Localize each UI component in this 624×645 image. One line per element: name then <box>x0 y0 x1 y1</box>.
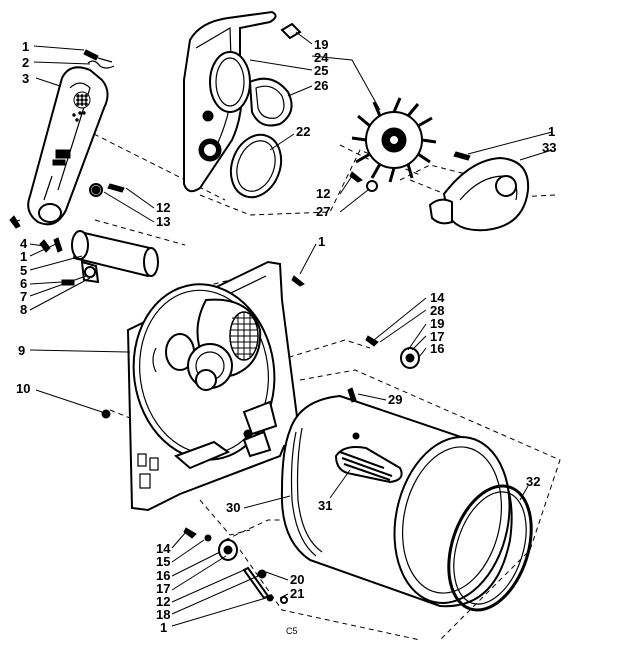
callout-19: 19 <box>430 316 444 331</box>
callout-28: 28 <box>430 303 444 318</box>
callout-18: 18 <box>156 607 170 622</box>
callout-14: 14 <box>156 541 171 556</box>
drum-assembly <box>280 387 533 612</box>
callout-24: 24 <box>314 50 329 65</box>
callout-8: 8 <box>20 302 27 317</box>
upper-housing-assembly <box>183 10 302 199</box>
callout-21: 21 <box>290 586 304 601</box>
callout-9: 9 <box>18 343 25 358</box>
rear-duct-assembly <box>27 66 109 226</box>
callout-12: 12 <box>156 200 170 215</box>
callout-15: 15 <box>156 554 170 569</box>
callout-12: 12 <box>156 594 170 609</box>
callout-25: 25 <box>314 63 328 78</box>
callout-3: 3 <box>22 71 29 86</box>
front-bulkhead-panel <box>101 260 305 512</box>
screw-parts-top-left <box>83 49 115 69</box>
drawing-code: C5 <box>286 626 298 636</box>
callout-7: 7 <box>20 289 27 304</box>
callout-2: 2 <box>22 55 29 70</box>
callout-22: 22 <box>296 124 310 139</box>
callout-31: 31 <box>318 498 332 513</box>
callout-16: 16 <box>156 568 170 583</box>
callout-30: 30 <box>226 500 240 515</box>
callout-16: 16 <box>430 341 444 356</box>
callout-1: 1 <box>160 620 167 635</box>
callout-4: 4 <box>20 236 28 251</box>
callout-26: 26 <box>314 78 328 93</box>
callout-29: 29 <box>388 392 402 407</box>
callout-1: 1 <box>22 39 29 54</box>
callout-6: 6 <box>20 276 27 291</box>
callout-20: 20 <box>290 572 304 587</box>
lower-roller-parts <box>183 527 288 604</box>
callout-5: 5 <box>20 263 27 278</box>
callout-32: 32 <box>526 474 540 489</box>
blower-fan-assembly <box>349 97 530 232</box>
callout-10: 10 <box>16 381 30 396</box>
callout-17: 17 <box>430 329 444 344</box>
callout-13: 13 <box>156 214 170 229</box>
part-number-labels: 1 2 3 19 24 25 26 22 1 33 12 13 12 27 4 … <box>16 37 556 636</box>
callout-12: 12 <box>316 186 330 201</box>
callout-14: 14 <box>430 290 445 305</box>
leader-lines <box>13 31 553 627</box>
callout-19: 19 <box>314 37 328 52</box>
roller-support-parts <box>365 335 420 369</box>
callout-1: 1 <box>20 249 27 264</box>
callout-17: 17 <box>156 581 170 596</box>
callout-27: 27 <box>316 204 330 219</box>
callout-33: 33 <box>542 140 556 155</box>
callout-1: 1 <box>318 234 325 249</box>
callout-1: 1 <box>548 124 555 139</box>
